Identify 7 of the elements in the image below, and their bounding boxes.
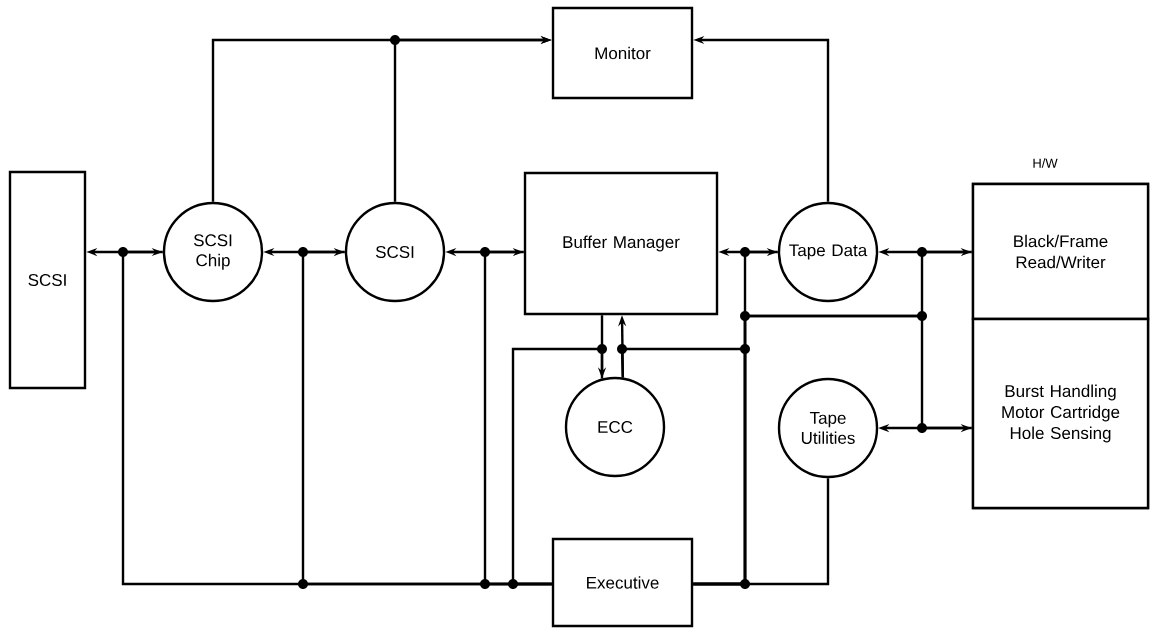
process-box: SCSI — [8, 170, 87, 390]
process-box: Black/Frame Read/Writer — [971, 182, 1150, 321]
process-box: Burst Handling Motor Cartridge Hole Sensing — [971, 317, 1150, 510]
process-box: Monitor — [551, 6, 694, 100]
node-label: H/W — [1033, 158, 1058, 168]
process-box: Executive — [551, 537, 694, 628]
process-box: Buffer Manager — [523, 171, 719, 316]
